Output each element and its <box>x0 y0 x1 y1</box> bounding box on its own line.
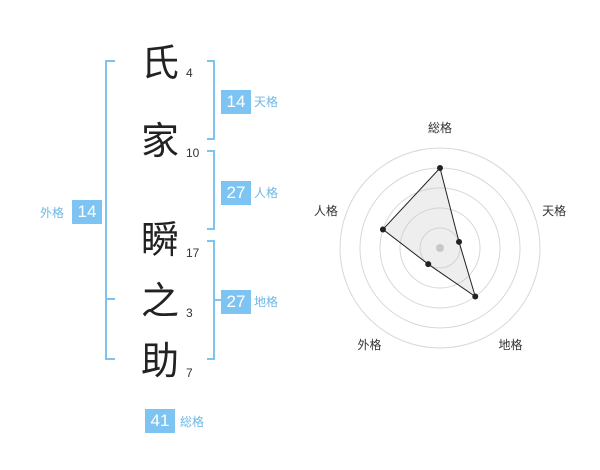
radar-ring <box>339 147 541 349</box>
name-char-5: 助 <box>140 339 179 383</box>
tenkaku-value: 14 <box>221 90 251 114</box>
gaikaku-bracket <box>105 60 115 360</box>
soukaku-value: 41 <box>145 409 175 433</box>
name-char-4: 之 <box>140 279 179 323</box>
stroke-count-2: 10 <box>186 146 200 160</box>
radar-axis-label: 人格 <box>314 203 338 218</box>
radar-ring <box>399 207 481 289</box>
stroke-count-3: 17 <box>186 246 200 260</box>
name-char-2: 家 <box>140 119 179 163</box>
gaikaku-value: 14 <box>72 200 102 224</box>
radar-ring <box>419 227 461 269</box>
chikaku-value: 27 <box>221 290 251 314</box>
radar-data-point <box>425 261 432 268</box>
radar-data-polygon <box>382 166 477 298</box>
radar-axis-label: 天格 <box>542 203 566 218</box>
gaikaku-label: 外格 <box>40 206 65 220</box>
radar-center-dot <box>436 244 444 252</box>
chikaku-bracket <box>207 240 215 360</box>
radar-data-point <box>379 226 386 233</box>
stroke-count-4: 3 <box>186 306 193 320</box>
name-char-1: 氏 <box>140 41 179 85</box>
radar-data-point <box>456 238 463 245</box>
radar-data-point <box>437 165 443 171</box>
name-char-3: 瞬 <box>140 218 179 262</box>
radar-axis-label: 総格 <box>428 120 452 135</box>
bracket-lines <box>105 60 222 360</box>
radar-data-point <box>472 293 479 300</box>
chikaku-label: 地格 <box>254 295 279 309</box>
radar-axis-label: 外格 <box>357 337 381 352</box>
radar-ring <box>379 187 501 309</box>
radar-axis-label: 地格 <box>499 337 523 352</box>
tenkaku-bracket <box>207 60 215 140</box>
tenkaku-label: 天格 <box>254 95 279 109</box>
stroke-count-5: 7 <box>186 366 193 380</box>
name-fortune-panel: 氏 4 家 10 瞬 17 之 3 助 7 14 天格 27 人格 27 地格 … <box>40 41 279 433</box>
jinkaku-value: 27 <box>221 181 251 205</box>
soukaku-label: 総格 <box>180 415 205 429</box>
jinkaku-bracket <box>207 150 215 230</box>
jinkaku-label: 人格 <box>254 186 279 200</box>
stroke-count-1: 4 <box>186 66 193 80</box>
